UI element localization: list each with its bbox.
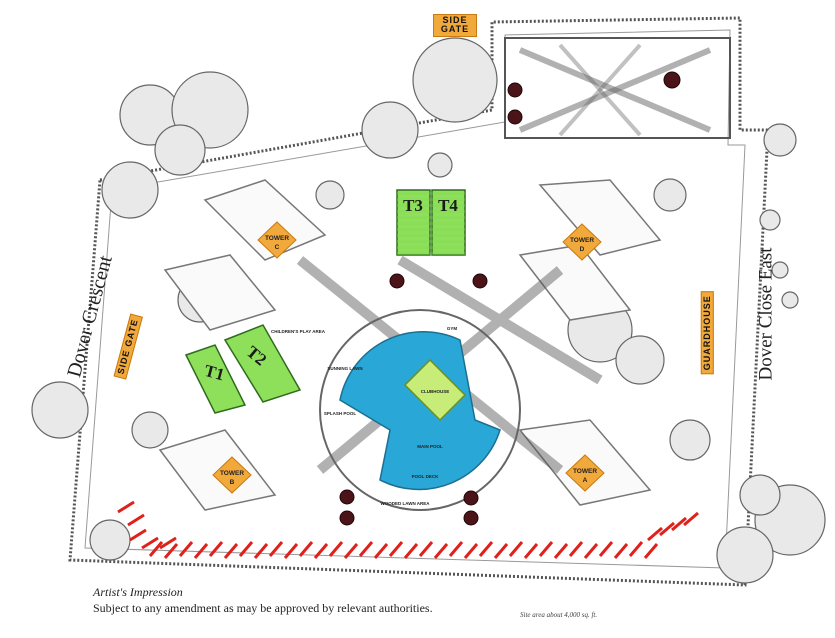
tower-c-letter: C: [275, 244, 280, 251]
tower-d-letter: D: [580, 246, 585, 253]
wooded-lawn-label: WOODED LAWN AREA: [380, 501, 430, 506]
hatch-stroke: [523, 543, 539, 559]
caption-note: Subject to any amendment as may be appro…: [93, 601, 433, 615]
hatch-stroke: [493, 543, 509, 559]
hatch-stroke: [403, 543, 419, 559]
hatch-stroke: [683, 511, 699, 527]
hatch-stroke: [659, 521, 675, 537]
hatch-stroke: [298, 541, 314, 557]
hatch-stroke: [568, 541, 584, 557]
caption-title: Artist's Impression: [93, 585, 183, 599]
sunning-lawn-label: SUNNING LAWN: [327, 366, 362, 371]
hatch-stroke: [159, 536, 177, 550]
court-t3-label: T3: [403, 196, 423, 215]
hatch-stroke: [418, 541, 434, 557]
pool-deck: [319, 309, 521, 511]
tower-d-word: TOWER: [570, 237, 594, 244]
tower-d-badge: [562, 223, 602, 261]
tower-b-letter: B: [230, 479, 235, 486]
hatch-stroke: [463, 543, 479, 559]
tower-a-badge: [565, 454, 605, 492]
hatch-stroke: [223, 543, 239, 559]
pool-deck-label: POOL DECK: [412, 474, 439, 479]
hatch-stroke: [148, 541, 164, 557]
hatch-stroke: [178, 541, 194, 557]
court-t2: [223, 324, 302, 403]
court-t4-label: T4: [438, 196, 458, 215]
side-gate-top-tag: SIDE GATE: [433, 14, 477, 37]
hatch-stroke: [478, 541, 494, 557]
hatch-stroke: [238, 541, 254, 557]
hatch-stroke: [268, 541, 284, 557]
tower-badges: [212, 221, 605, 494]
building-wings: [158, 179, 662, 511]
gym-label: GYM: [447, 326, 458, 331]
hatch-stroke: [328, 541, 344, 557]
hatch-stroke: [208, 541, 224, 557]
court-t1-label: T1: [202, 361, 226, 384]
hatch-stroke: [141, 536, 159, 550]
hatch-stroke: [253, 543, 269, 559]
hatch-stroke: [129, 528, 147, 542]
tower-a-letter: A: [583, 477, 588, 484]
hatch-stroke: [117, 500, 135, 514]
childrens-play-label: CHILDREN'S PLAY AREA: [271, 329, 326, 334]
guardhouse-tag: GUARDHOUSE: [700, 291, 715, 375]
clubhouse: [403, 358, 467, 422]
hatch-stroke: [127, 513, 145, 527]
hatch-stroke: [283, 543, 299, 559]
hatch-stroke: [647, 526, 663, 542]
hatch-stroke: [671, 516, 687, 532]
tower-b-word: TOWER: [220, 470, 244, 477]
main-pool: [339, 330, 501, 491]
hatch-stroke: [193, 543, 209, 559]
trees: [31, 37, 826, 584]
hatch-stroke: [628, 541, 644, 557]
tower-c-badge: [257, 221, 297, 259]
tennis-courts: [184, 189, 466, 414]
hatch-stroke: [388, 541, 404, 557]
hatch-stroke: [433, 543, 449, 559]
street-dover-close-east: Dover Close East: [755, 247, 777, 381]
hatch-stroke: [358, 541, 374, 557]
caption-site-area: Site area about 4,000 sq. ft.: [520, 611, 598, 619]
hatch-stroke: [538, 541, 554, 557]
hatch-stroke: [313, 543, 329, 559]
north-annex: [504, 37, 731, 139]
hatch-stroke: [583, 543, 599, 559]
splash-pool-label: SPLASH POOL: [324, 411, 357, 416]
hatch-stroke: [163, 543, 179, 559]
hatch-stroke: [598, 541, 614, 557]
court-t1: [184, 344, 247, 414]
tower-c-word: TOWER: [265, 235, 289, 242]
hatch-stroke: [448, 541, 464, 557]
hatch-stroke: [373, 543, 389, 559]
southern-boundary-hatch: [117, 500, 699, 559]
tower-a-word: TOWER: [573, 468, 597, 475]
main-pool-label: MAIN POOL: [417, 444, 443, 449]
hatch-stroke: [343, 543, 359, 559]
hatch-stroke: [613, 543, 629, 559]
hatch-stroke: [643, 543, 659, 559]
tower-b-badge: [212, 456, 252, 494]
location-markers: [339, 71, 681, 526]
clubhouse-label: CLUBHOUSE: [421, 389, 450, 394]
site-boundary: [68, 16, 770, 587]
hatch-stroke: [508, 541, 524, 557]
hatch-stroke: [553, 543, 569, 559]
